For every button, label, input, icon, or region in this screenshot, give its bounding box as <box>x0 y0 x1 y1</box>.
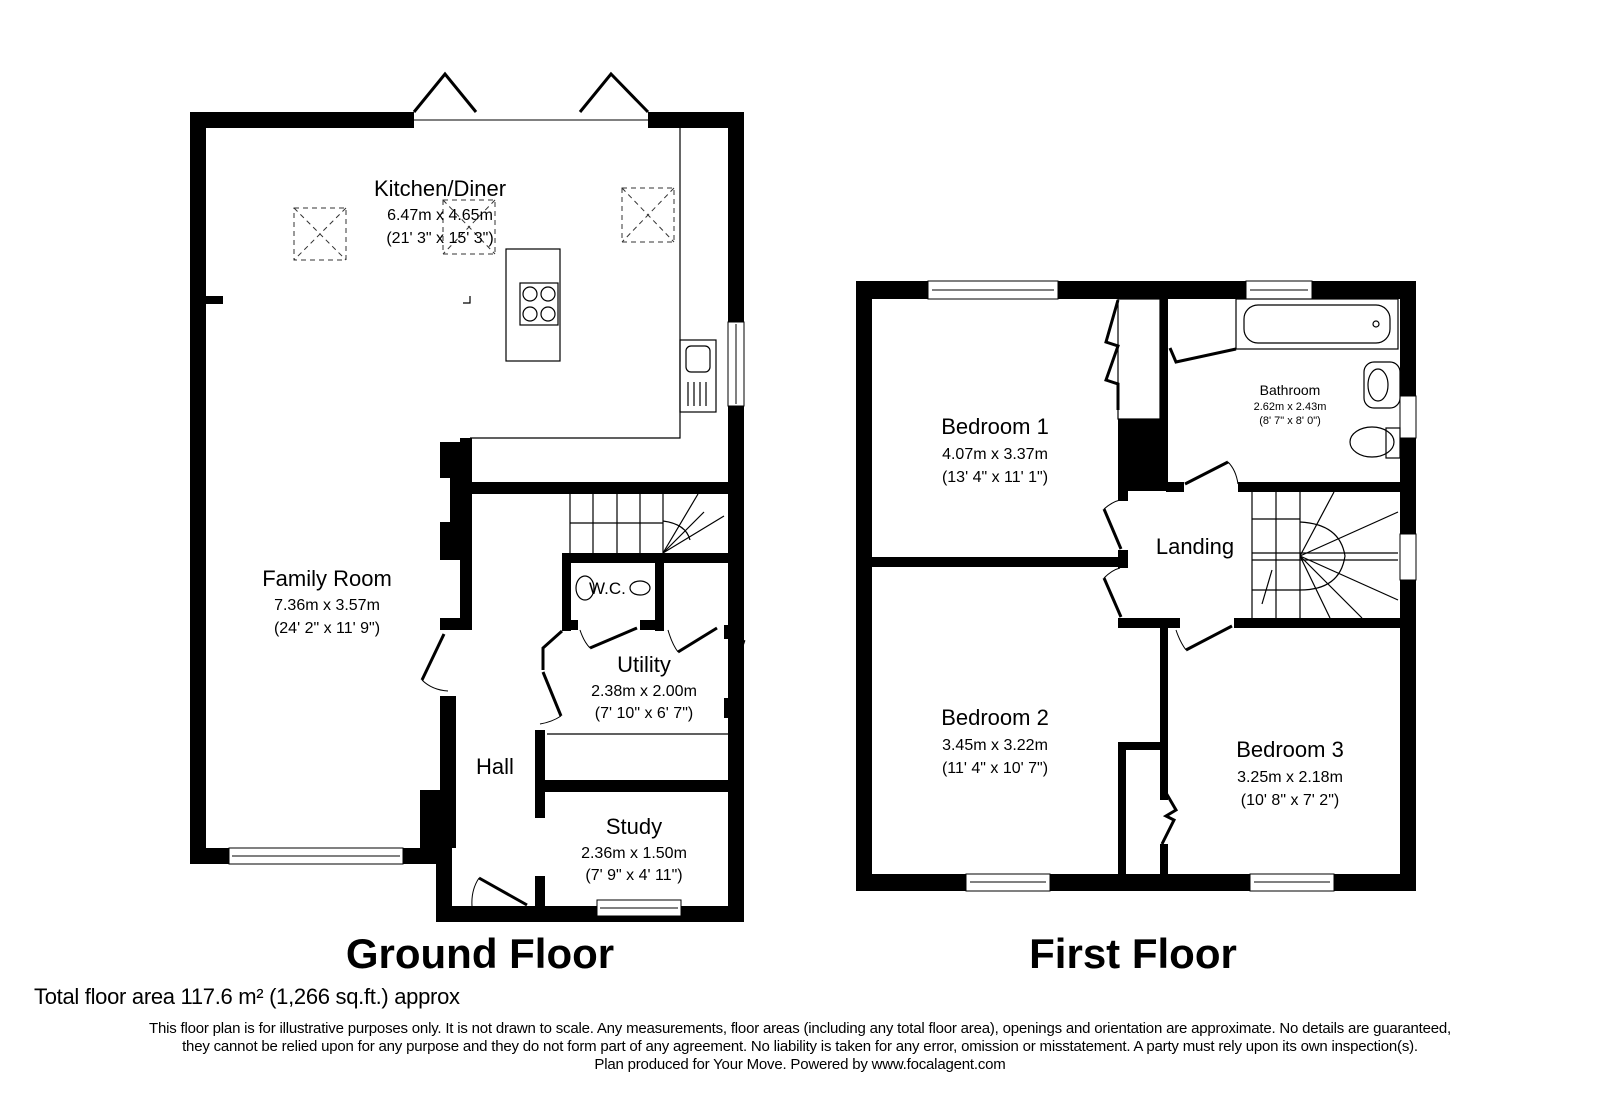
door-family-room <box>420 633 446 681</box>
wall-hall-utility <box>535 730 545 818</box>
wall-stair-north <box>470 482 744 494</box>
skylight-right <box>621 187 675 243</box>
label-kitchen: Kitchen/Diner <box>374 176 506 201</box>
first-floor-stairs <box>1251 491 1399 619</box>
wc-basin <box>629 580 651 596</box>
label-bathroom: Bathroom <box>1260 382 1321 398</box>
label-bedroom3: Bedroom 3 <box>1236 737 1344 762</box>
front-door <box>478 876 528 907</box>
wall-south-hall-study <box>436 906 744 922</box>
bathroom-basin <box>1363 361 1401 409</box>
door-utility <box>541 671 563 717</box>
wall-west <box>190 112 206 864</box>
label-utility: Utility <box>617 652 671 677</box>
dim-bedroom2-ft: (11' 4" x 10' 7") <box>942 760 1048 777</box>
wall-stub <box>205 296 223 304</box>
wall-utility-angled <box>541 629 564 670</box>
wall-bed2-bed3 <box>1160 628 1168 800</box>
wall-stair-south <box>562 553 744 563</box>
dim-bedroom1-ft: (13' 4" x 11' 1") <box>942 469 1048 486</box>
door-bathroom <box>1184 460 1229 486</box>
label-family-room: Family Room <box>262 566 392 591</box>
ground-floor-plan: Kitchen/Diner 6.47m x 4.65m (21' 3" x 15… <box>190 71 746 977</box>
wall-wc-east <box>655 553 664 631</box>
cupboard-wall <box>1118 742 1126 877</box>
wall-landing-south <box>1234 618 1416 628</box>
dim-bedroom3-ft: (10' 8" x 7' 2") <box>1241 792 1339 809</box>
door-utility-east <box>730 639 746 677</box>
dim-bathroom-ft: (8' 7" x 8' 0") <box>1259 415 1321 427</box>
dim-bedroom3-m: 3.25m x 2.18m <box>1237 769 1343 786</box>
total-floor-area: Total floor area 117.6 m² (1,266 sq.ft.)… <box>34 984 460 1009</box>
worktop-outline <box>470 128 681 439</box>
label-study: Study <box>606 814 662 839</box>
ff-wall-east <box>1400 281 1416 891</box>
kitchen-island <box>505 248 561 362</box>
wall-hall-sw <box>436 848 452 922</box>
hob <box>519 282 559 326</box>
disclaimer-line-2: they cannot be relied upon for any purpo… <box>182 1038 1418 1055</box>
wc-toilet <box>575 575 595 601</box>
skylight-left <box>293 207 347 261</box>
wall-family-hall-lower <box>440 696 456 848</box>
credit-line: Plan produced for Your Move. Powered by … <box>594 1056 1006 1073</box>
wall-north-right <box>648 112 744 128</box>
label-bedroom1: Bedroom 1 <box>941 414 1049 439</box>
skylight-center <box>442 199 496 255</box>
door-bedroom1 <box>1102 508 1123 550</box>
wall-family-step <box>420 790 440 864</box>
dim-study-ft: (7' 9" x 4' 11") <box>585 867 682 884</box>
wardrobe-bedroom1 <box>1117 298 1161 420</box>
wall-utility-study <box>540 780 730 792</box>
dim-kitchen-m: 6.47m x 4.65m <box>387 207 493 224</box>
first-floor-title: First Floor <box>1029 930 1237 977</box>
disclaimer: This floor plan is for illustrative purp… <box>30 1020 1570 1074</box>
ground-floor-title: Ground Floor <box>346 930 614 977</box>
wall-bed1-bed2 <box>872 557 1122 567</box>
wall-bath-south <box>1238 482 1416 492</box>
dim-bedroom1-m: 4.07m x 3.37m <box>942 446 1048 463</box>
dim-family-m: 7.36m x 3.57m <box>274 597 380 614</box>
label-wc: W.C. <box>589 579 626 598</box>
ff-chimney <box>1118 419 1166 491</box>
french-door-left <box>412 71 478 113</box>
dim-utility-m: 2.38m x 2.00m <box>591 683 697 700</box>
sink <box>679 339 717 413</box>
wall-wc-west <box>562 553 571 631</box>
ground-stairs <box>569 493 725 554</box>
wall-family-hall <box>460 438 472 628</box>
bathtub <box>1235 298 1399 350</box>
label-bedroom2: Bedroom 2 <box>941 705 1049 730</box>
dim-family-ft: (24' 2" x 11' 9") <box>274 620 380 637</box>
dim-study-m: 2.36m x 1.50m <box>581 845 687 862</box>
wall-bed1-bath <box>1160 299 1168 489</box>
label-landing: Landing <box>1156 534 1234 559</box>
dim-kitchen-ft: (21' 3" x 15' 3") <box>386 230 493 247</box>
window-bathroom-east <box>1399 395 1417 439</box>
first-floor-plan: Bedroom 1 4.07m x 3.37m (13' 4" x 11' 1"… <box>856 280 1417 977</box>
dim-bathroom-m: 2.62m x 2.43m <box>1254 401 1327 413</box>
window-stairs-east <box>1399 533 1417 581</box>
door-bedroom2 <box>1102 577 1123 618</box>
label-hall: Hall <box>476 754 514 779</box>
wall-north-left <box>190 112 414 128</box>
disclaimer-line-1: This floor plan is for illustrative purp… <box>149 1020 1451 1037</box>
dim-bedroom2-m: 3.45m x 3.22m <box>942 737 1048 754</box>
french-door-right <box>578 71 650 114</box>
wall-east-upper <box>728 112 744 328</box>
door-bedroom3 <box>1185 624 1233 652</box>
ff-wall-west <box>856 281 872 891</box>
bathroom-toilet <box>1349 426 1395 458</box>
dim-utility-ft: (7' 10" x 6' 7") <box>595 705 693 722</box>
